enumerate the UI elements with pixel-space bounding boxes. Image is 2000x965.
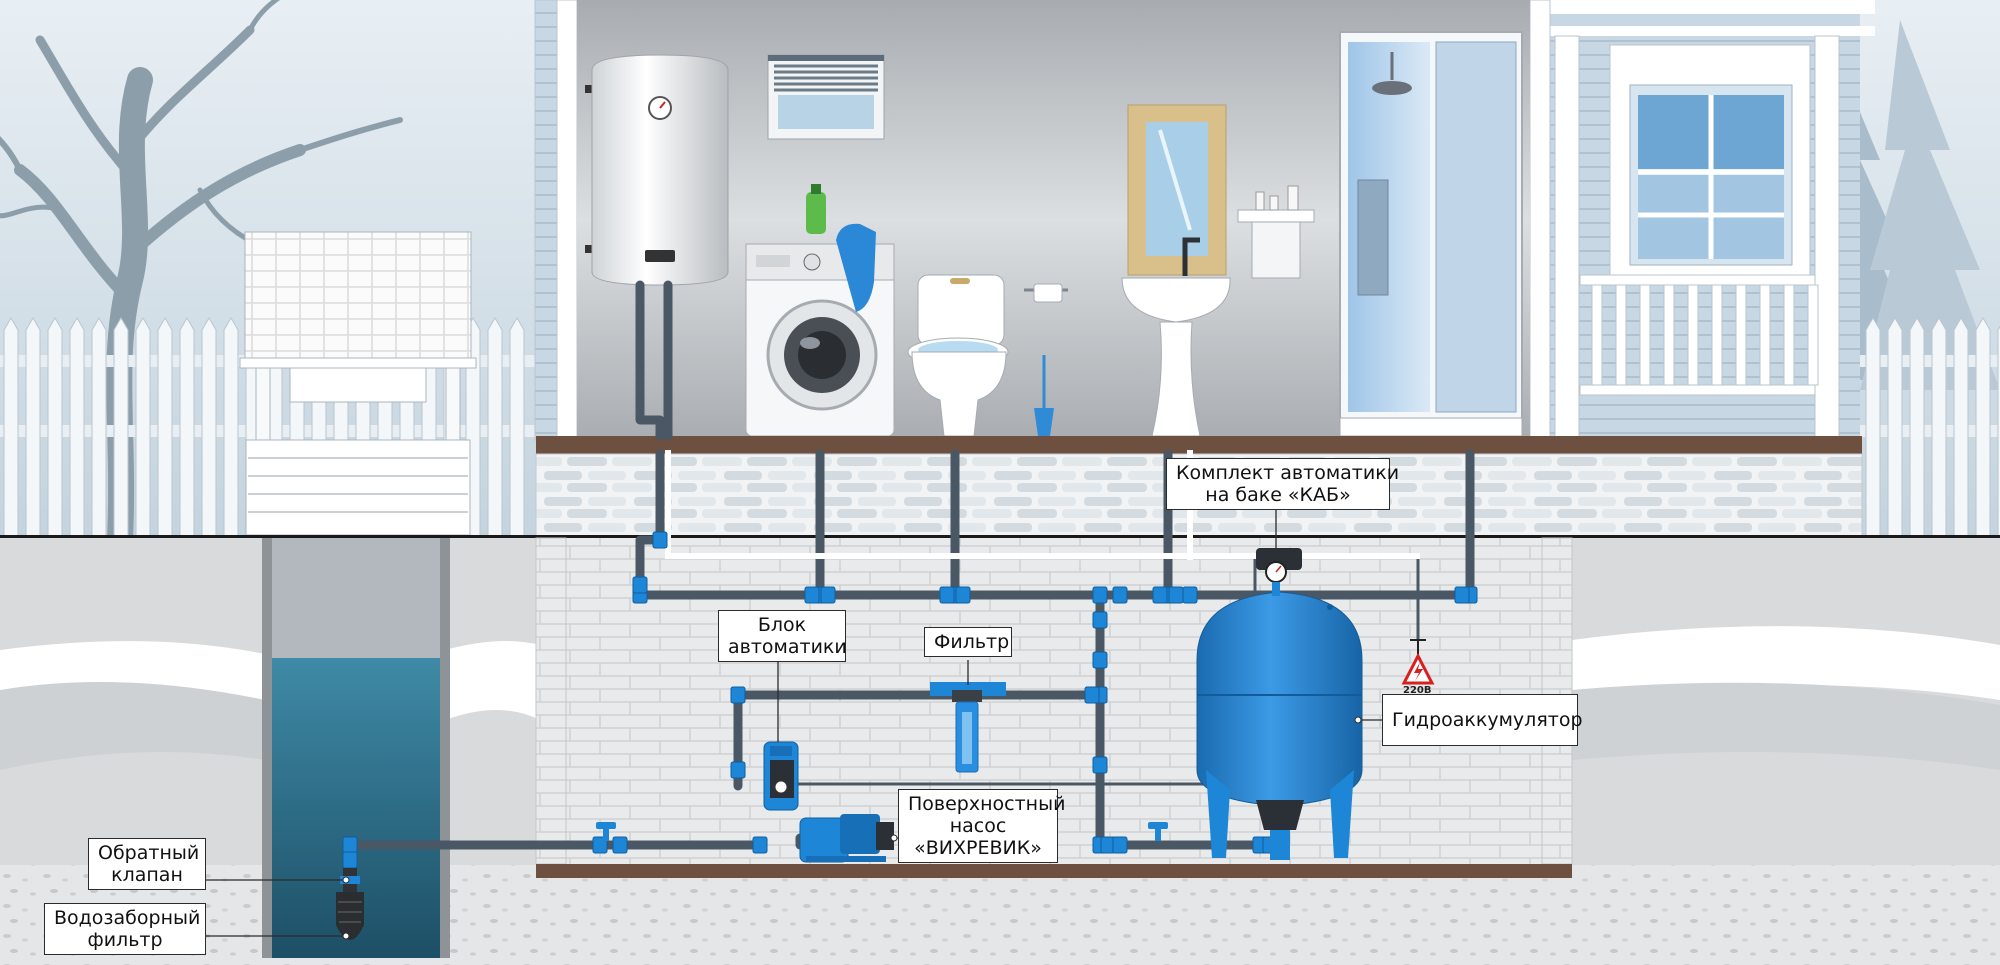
water-heater <box>585 54 729 286</box>
hydroaccumulator-tank <box>1196 591 1363 860</box>
callout-hydroaccumulator: Гидроаккумулятор <box>1382 694 1583 746</box>
mirror <box>1127 104 1227 276</box>
kab-automation-kit <box>1256 548 1302 596</box>
check-valve <box>340 868 360 892</box>
basement-floor <box>536 864 1572 878</box>
well-house <box>239 231 477 536</box>
callout-automation-block-line-1: Блок <box>757 614 807 636</box>
toilet-paper-holder <box>1024 283 1068 303</box>
high-voltage-sign <box>1401 639 1435 685</box>
bathroom-window <box>767 54 885 140</box>
water-filter <box>930 682 1006 773</box>
callout-intake-filter: Водозаборный фильтр <box>44 903 206 955</box>
callout-kab-line-2: на баке «КАБ» <box>1205 484 1351 506</box>
washing-machine <box>745 184 895 437</box>
floor-beam <box>536 436 1862 454</box>
callout-surface-pump-line-1: Поверхностный <box>908 793 1066 815</box>
callout-kab-line-1: Комплект автоматики <box>1176 462 1400 484</box>
callout-kab: Комплект автоматики на баке «КАБ» <box>1166 458 1400 510</box>
shower-cabin <box>1339 31 1523 437</box>
callout-surface-pump-line-3: «ВИХРЕВИК» <box>914 837 1042 859</box>
automation-block <box>763 741 799 811</box>
callout-filter: Фильтр <box>924 627 1012 657</box>
callout-intake-filter-line-1: Водозаборный <box>54 907 201 929</box>
callout-intake-filter-line-2: фильтр <box>87 929 163 951</box>
callout-filter-text: Фильтр <box>934 631 1010 653</box>
callout-check-valve-line-1: Обратный <box>98 842 200 864</box>
callout-check-valve: Обратный клапан <box>88 838 206 890</box>
intake-filter <box>336 892 364 940</box>
voltage-label: 220В <box>1403 685 1432 696</box>
bathroom-shelf <box>1237 185 1315 279</box>
callout-automation-block: Блок автоматики <box>718 610 847 662</box>
ball-valves <box>596 822 1168 841</box>
callout-automation-block-line-2: автоматики <box>728 636 847 658</box>
surface-pump <box>799 814 894 863</box>
callout-hydroaccumulator-text: Гидроаккумулятор <box>1392 709 1583 731</box>
callout-surface-pump: Поверхностный насос «ВИХРЕВИК» <box>898 789 1066 863</box>
toilet-brush <box>1034 355 1054 436</box>
callout-check-valve-line-2: клапан <box>111 864 183 886</box>
fence-right <box>1860 317 2000 541</box>
porch <box>1545 0 1875 441</box>
callout-surface-pump-line-2: насос <box>949 815 1007 837</box>
